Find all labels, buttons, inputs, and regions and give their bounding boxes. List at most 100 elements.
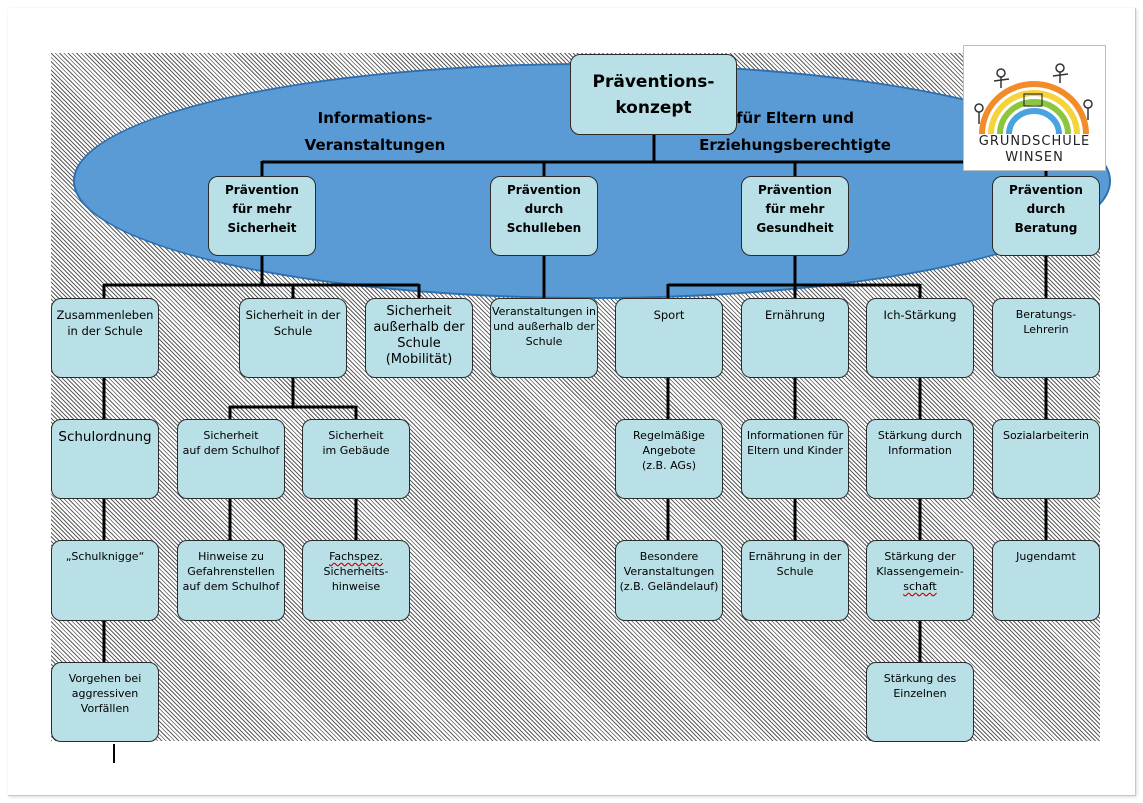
node-line: Fachspez. [329, 550, 383, 563]
node-besondere-veranstaltungen[interactable]: Besondere Veranstaltungen (z.B. Geländel… [615, 540, 723, 621]
node-praevention-gesundheit[interactable]: Prävention für mehr Gesundheit [741, 176, 849, 256]
node-line: Besondere [639, 550, 699, 563]
node-sicherheit-in-der-schule[interactable]: Sicherheit in der Schule [239, 298, 347, 378]
node-line: Regelmäßige [633, 429, 705, 442]
node-line: auf dem Schulhof [182, 580, 280, 593]
node-line: Prävention [225, 183, 299, 197]
node-sport[interactable]: Sport [615, 298, 723, 378]
node-line: Schule [776, 565, 814, 578]
node-line: Beratungs- [1015, 308, 1077, 321]
node-jugendamt[interactable]: Jugendamt [992, 540, 1100, 621]
node-line: schaft [903, 580, 937, 593]
node-praevention-schulleben[interactable]: Prävention durch Schulleben [490, 176, 598, 256]
node-line: Prävention [758, 183, 832, 197]
node-line: durch [1026, 202, 1066, 216]
node-line: Angebote [642, 444, 696, 457]
ellipse-left-line-2: Veranstaltungen [304, 136, 446, 154]
node-line: Beratung [1014, 221, 1078, 235]
node-line: Information [888, 444, 952, 457]
node-praevention-sicherheit[interactable]: Prävention für mehr Sicherheit [208, 176, 316, 256]
node-line: Ernährung in der [748, 550, 842, 563]
node-line: (Mobilität) [385, 352, 453, 367]
node-line: (z.B. Geländelauf) [619, 580, 719, 593]
node-line: und außerhalb der [493, 320, 595, 333]
ellipse-left-text: Informations- Veranstaltungen [290, 105, 460, 159]
node-line: Sicherheit [203, 429, 259, 442]
node-sozialarbeiterin[interactable]: Sozialarbeiterin [992, 419, 1100, 499]
logo-line-1: GRUNDSCHULE [978, 134, 1091, 149]
ellipse-right-line-2: Erziehungsberechtigte [699, 136, 891, 154]
node-line: „Schulknigge“ [65, 550, 145, 563]
node-line: Hinweise zu [198, 550, 264, 563]
root-node[interactable]: Präventions- konzept [570, 54, 737, 135]
node-line: Schulordnung [58, 429, 152, 445]
logo-text: GRUNDSCHULE WINSEN [964, 134, 1105, 166]
node-line: Schule [525, 335, 563, 348]
node-schulknigge[interactable]: „Schulknigge“ [51, 540, 159, 621]
node-line: Sicherheits- [323, 565, 389, 578]
node-line: (z.B. AGs) [642, 459, 696, 472]
node-sicherheit-ausserhalb[interactable]: Sicherheit außerhalb der Schule (Mobilit… [365, 298, 473, 378]
text-cursor [113, 744, 115, 763]
node-informationen-eltern-kinder[interactable]: Informationen für Eltern und Kinder [741, 419, 849, 499]
node-line: Veranstaltungen in [491, 305, 597, 318]
node-line: Klassengemein- [876, 565, 964, 578]
node-line: Sozialarbeiterin [1002, 429, 1090, 442]
node-staerkung-information[interactable]: Stärkung durch Information [866, 419, 974, 499]
node-schulordnung[interactable]: Schulordnung [51, 419, 159, 499]
node-line: Gesundheit [756, 221, 834, 235]
node-staerkung-klassengemeinschaft[interactable]: Stärkung der Klassengemein- schaft [866, 540, 974, 621]
node-fachspez-sicherheitshinweise[interactable]: Fachspez. Sicherheits- hinweise [302, 540, 410, 621]
node-sicherheit-gebaeude[interactable]: Sicherheit im Gebäude [302, 419, 410, 499]
node-line: Sicherheit [386, 304, 452, 319]
node-beratungslehrerin[interactable]: Beratungs- Lehrerin [992, 298, 1100, 378]
node-line: Sicherheit [227, 221, 297, 235]
node-line: Ich-Stärkung [883, 308, 957, 322]
node-line: in der Schule [67, 324, 143, 338]
node-staerkung-einzelnen[interactable]: Stärkung des Einzelnen [866, 662, 974, 742]
node-ernaehrung-schule[interactable]: Ernährung in der Schule [741, 540, 849, 621]
node-line: Stärkung der [884, 550, 956, 563]
node-sicherheit-schulhof[interactable]: Sicherheit auf dem Schulhof [177, 419, 285, 499]
node-line: Schule [397, 336, 441, 351]
node-line: Veranstaltungen [623, 565, 715, 578]
node-ich-staerkung[interactable]: Ich-Stärkung [866, 298, 974, 378]
node-line: durch [524, 202, 564, 216]
root-line-2: konzept [615, 97, 692, 118]
node-line: auf dem Schulhof [182, 444, 280, 457]
node-line: Schulleben [506, 221, 582, 235]
node-line: hinweise [331, 580, 381, 593]
node-line: Eltern und Kinder [747, 444, 843, 457]
node-line: Prävention [1009, 183, 1083, 197]
node-hinweise-gefahrenstellen[interactable]: Hinweise zu Gefahrenstellen auf dem Schu… [177, 540, 285, 621]
node-line: Einzelnen [893, 687, 947, 700]
node-line: im Gebäude [322, 444, 390, 457]
node-line: Vorgehen bei [68, 672, 142, 685]
node-veranstaltungen[interactable]: Veranstaltungen in und außerhalb der Sch… [490, 298, 598, 378]
node-line: Sport [653, 308, 685, 322]
node-line: Stärkung durch [877, 429, 963, 442]
rainbow-logo-icon [974, 63, 1093, 135]
node-vorgehen-aggressive-vorfaelle[interactable]: Vorgehen bei aggressiven Vorfällen [51, 662, 159, 742]
node-ernaehrung[interactable]: Ernährung [741, 298, 849, 378]
node-zusammenleben[interactable]: Zusammenleben in der Schule [51, 298, 159, 378]
ellipse-right-line-1: für Eltern und [736, 109, 854, 127]
ellipse-right-text: für Eltern und Erziehungsberechtigte [690, 105, 900, 159]
node-line: für mehr [232, 202, 292, 216]
node-line: Vorfällen [80, 702, 130, 715]
root-line-1: Präventions- [592, 71, 715, 92]
node-praevention-beratung[interactable]: Prävention durch Beratung [992, 176, 1100, 256]
node-line: Stärkung des [883, 672, 957, 685]
school-logo: GRUNDSCHULE WINSEN [963, 45, 1106, 171]
logo-line-2: WINSEN [1005, 150, 1064, 165]
node-line: Jugendamt [1016, 550, 1076, 563]
node-line: für mehr [765, 202, 825, 216]
node-line: außerhalb der [373, 320, 465, 335]
node-line: Gefahrenstellen [187, 565, 275, 578]
node-line: Prävention [507, 183, 581, 197]
node-regelmaessige-angebote[interactable]: Regelmäßige Angebote (z.B. AGs) [615, 419, 723, 499]
node-line: Ernährung [764, 308, 826, 322]
node-line: Zusammenleben [56, 308, 154, 322]
node-line: Sicherheit [328, 429, 384, 442]
ellipse-left-line-1: Informations- [317, 109, 433, 127]
